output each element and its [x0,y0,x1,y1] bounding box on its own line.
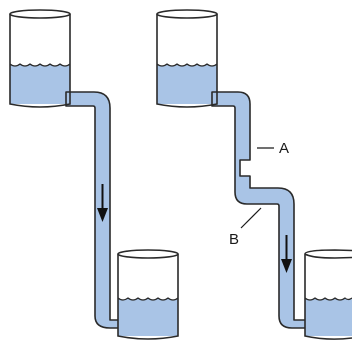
label-b-leader [240,207,262,229]
label-a: A [279,140,289,157]
left-pipe-water [65,91,123,329]
right-lower-tank-rim [304,249,352,259]
right-system: A B [156,9,352,340]
right-upper-tank [156,14,218,108]
right-flow-arrow-icon [281,235,292,273]
right-upper-tank-water [157,64,217,104]
left-lower-tank [117,254,179,340]
right-lower-tank-surface [304,297,352,301]
left-system [9,9,179,340]
left-lower-tank-surface [117,297,179,301]
right-lower-tank [304,254,352,340]
left-upper-tank-rim [9,9,71,19]
left-upper-tank-surface [9,63,71,67]
left-lower-tank-rim [117,249,179,259]
right-upper-tank-rim [156,9,218,19]
right-lower-tank-water [305,298,352,336]
left-lower-tank-water [118,298,178,336]
right-pipe-water [211,91,307,329]
left-upper-tank [9,14,71,108]
left-flow-arrow-icon [97,184,108,222]
label-b: B [229,231,239,248]
right-upper-tank-surface [156,63,218,67]
left-upper-tank-water [10,64,70,104]
